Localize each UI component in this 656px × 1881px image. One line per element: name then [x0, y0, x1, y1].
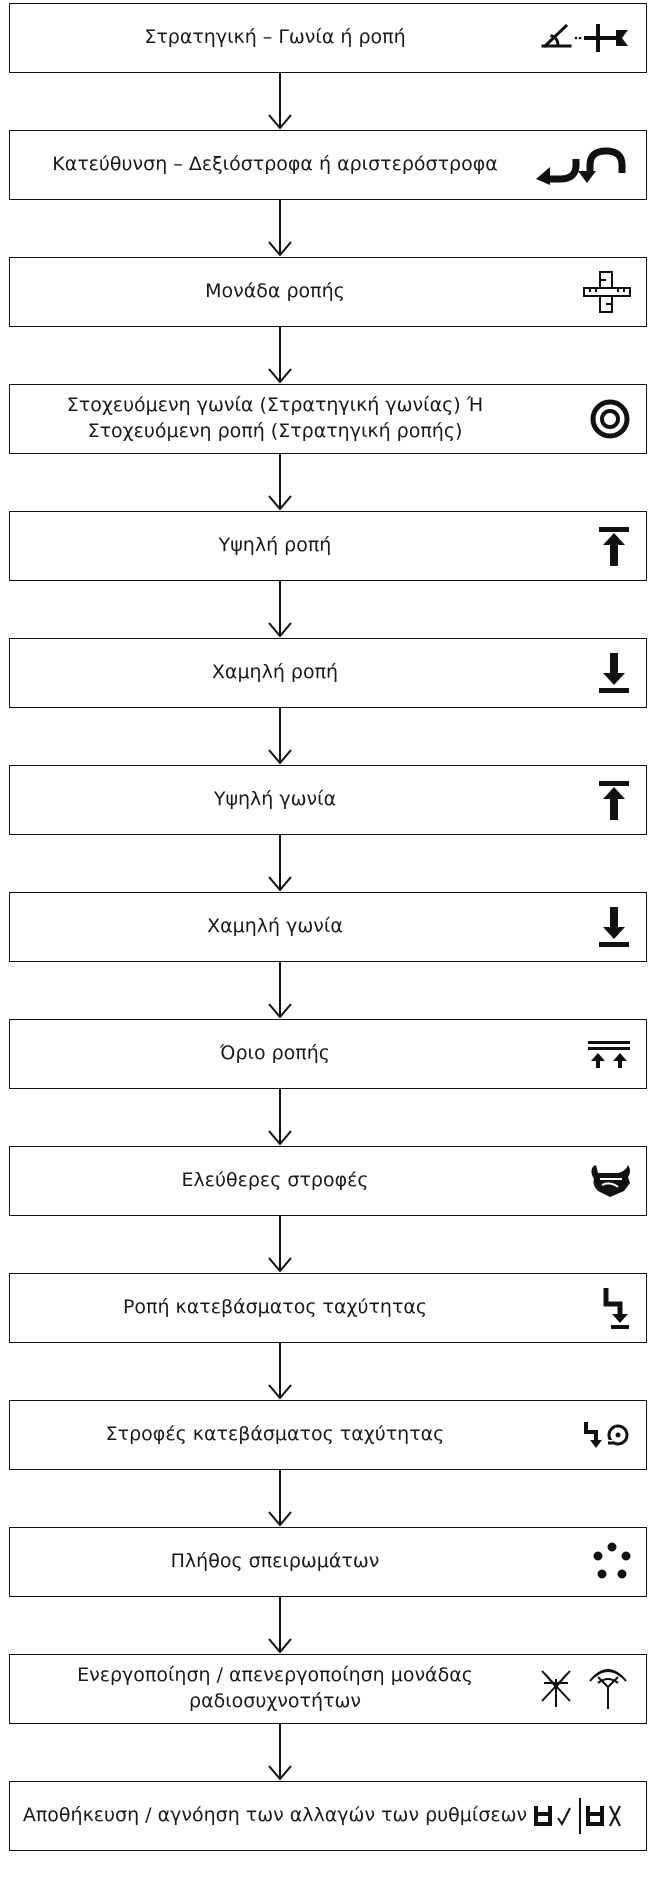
step-downshift-torque: Ροπή κατεβάσματος ταχύτητας — [9, 1273, 647, 1343]
flow-arrow — [268, 962, 292, 1019]
step-torque-limit: Όριο ροπής — [9, 1019, 647, 1089]
step-downshift-speed: Στροφές κατεβάσματος ταχύτητας — [9, 1400, 647, 1470]
step-thread-count: Πλήθος σπειρωμάτων — [9, 1527, 647, 1597]
step-label: Κατεύθυνση – Δεξιόστροφα ή αριστερόστροφ… — [52, 153, 498, 176]
step-low-torque: Χαμηλή ροπή — [9, 638, 647, 708]
target-icon — [588, 397, 632, 441]
free-speed-icon — [588, 1161, 632, 1201]
flow-arrow — [268, 200, 292, 257]
step-label: Όριο ροπής — [220, 1042, 330, 1065]
step-label: Χαμηλή ροπή — [211, 661, 339, 684]
step-label: Στρατηγική – Γωνία ή ροπή — [144, 26, 406, 49]
step-direction: Κατεύθυνση – Δεξιόστροφα ή αριστερόστροφ… — [9, 130, 647, 200]
step-label: Υψηλή γωνία — [213, 788, 337, 811]
step-torque-unit: Μονάδα ροπής — [9, 257, 647, 327]
step-free-speed: Ελεύθερες στροφές — [9, 1146, 647, 1216]
flow-arrow — [268, 835, 292, 892]
high-limit-icon — [596, 778, 632, 822]
low-limit-icon — [596, 905, 632, 949]
step-strategy: Στρατηγική – Γωνία ή ροπή — [9, 3, 647, 73]
step-radio-module: Ενεργοποίηση / απενεργοποίηση μονάδας ρα… — [9, 1654, 647, 1724]
flow-arrow — [268, 327, 292, 384]
step-save-discard: Αποθήκευση / αγνόηση των αλλαγών των ρυθ… — [9, 1781, 647, 1851]
flow-arrow — [268, 454, 292, 511]
step-label: Στοχευόμενη γωνία (Στρατηγική γωνίας) Ή … — [66, 394, 484, 442]
high-limit-icon — [596, 524, 632, 568]
downshift-torque-icon — [596, 1286, 632, 1330]
step-label: Υψηλή ροπή — [218, 534, 332, 557]
flow-arrow — [268, 1724, 292, 1781]
flow-arrow — [268, 1470, 292, 1527]
step-target: Στοχευόμενη γωνία (Στρατηγική γωνίας) Ή … — [9, 384, 647, 454]
radio-on-off-icon — [536, 1667, 632, 1711]
flow-arrow — [268, 1089, 292, 1146]
rotation-direction-icon — [532, 145, 632, 185]
step-label: Ελεύθερες στροφές — [181, 1169, 369, 1192]
step-label: Χαμηλή γωνία — [207, 915, 343, 938]
torque-limit-icon — [586, 1038, 632, 1070]
step-label: Αποθήκευση / αγνόηση των αλλαγών των ρυθ… — [22, 1804, 528, 1827]
torque-unit-icon — [582, 270, 632, 314]
step-label: Στροφές κατεβάσματος ταχύτητας — [105, 1423, 445, 1446]
flow-arrow — [268, 708, 292, 765]
downshift-speed-icon — [580, 1419, 632, 1451]
flow-arrow — [268, 73, 292, 130]
step-high-angle: Υψηλή γωνία — [9, 765, 647, 835]
step-high-torque: Υψηλή ροπή — [9, 511, 647, 581]
save-discard-icon — [532, 1794, 632, 1838]
flow-arrow — [268, 1343, 292, 1400]
flow-arrow — [268, 1597, 292, 1654]
step-label: Ροπή κατεβάσματος ταχύτητας — [122, 1296, 428, 1319]
step-low-angle: Χαμηλή γωνία — [9, 892, 647, 962]
flow-arrow — [268, 1216, 292, 1273]
thread-count-icon — [592, 1542, 632, 1582]
step-label: Μονάδα ροπής — [205, 280, 345, 303]
step-label: Πλήθος σπειρωμάτων — [170, 1550, 380, 1573]
flow-arrow — [268, 581, 292, 638]
step-label: Ενεργοποίηση / απενεργοποίηση μονάδας ρα… — [77, 1664, 473, 1712]
low-limit-icon — [596, 651, 632, 695]
angle-torque-icon — [540, 22, 632, 54]
